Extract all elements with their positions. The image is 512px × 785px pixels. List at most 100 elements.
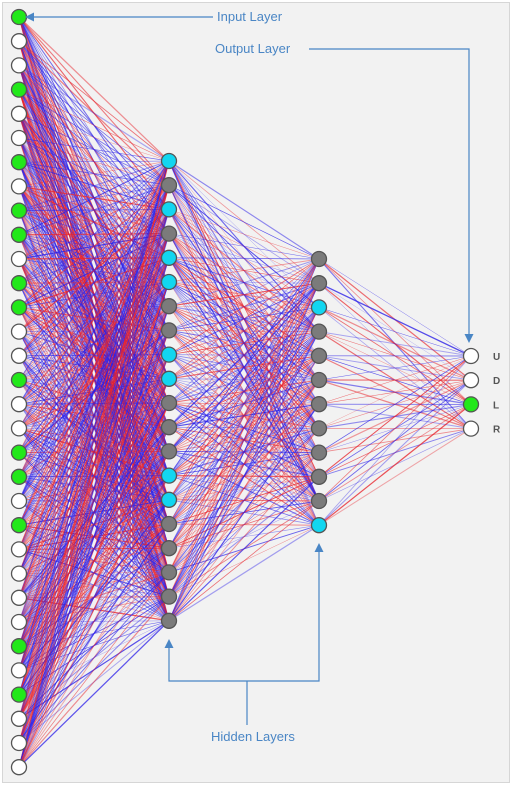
edge-hidden-2-6-to-0 (318, 355, 472, 405)
hidden-1-node-8 (160, 346, 178, 363)
edge-input-30-to-15 (18, 523, 170, 744)
edge-input-17-to-1 (18, 184, 170, 429)
edge-input-31-to-8 (18, 354, 170, 768)
edge-hidden-2-11-to-1 (318, 379, 472, 526)
input-node-8 (10, 202, 28, 219)
edge-hidden-2-10-to-0 (318, 355, 472, 502)
hidden-1-node-2 (160, 201, 178, 218)
edge-input-6-to-1 (18, 161, 170, 186)
edge-input-31-to-1 (18, 185, 170, 768)
edge-hidden-1-19-to-8 (168, 452, 320, 622)
edge-input-31-to-7 (18, 330, 170, 768)
edge-input-31-to-6 (18, 306, 170, 768)
output-label-l: L (493, 400, 499, 411)
input-node-7 (10, 178, 28, 195)
edge-hidden-2-2-to-0 (318, 307, 472, 357)
edge-hidden-1-7-to-0 (168, 258, 320, 331)
edge-input-3-to-0 (18, 89, 170, 162)
input-node-4 (10, 105, 28, 122)
edge-input-19-to-0 (18, 160, 170, 477)
hidden-1-node-3 (160, 225, 178, 242)
edge-input-31-to-14 (18, 499, 170, 768)
input-node-25 (10, 613, 28, 631)
hidden-2-node-3 (310, 323, 328, 340)
edge-hidden-1-4-to-0 (168, 257, 320, 260)
hidden-1-node-11 (160, 419, 178, 436)
hidden-1-node-0 (160, 152, 178, 170)
edge-hidden-2-1-to-0 (318, 282, 472, 357)
hidden-2-node-6 (310, 396, 328, 413)
edge-input-28-to-0 (18, 160, 170, 695)
edge-hidden-2-0-to-0 (318, 258, 472, 357)
edge-input-31-to-12 (18, 451, 170, 768)
edge-input-24-to-0 (18, 160, 170, 598)
input-node-1 (10, 33, 28, 50)
edge-input-2-to-0 (18, 64, 170, 162)
edge-input-0-to-0 (18, 16, 170, 162)
edge-input-10-to-0 (18, 160, 170, 260)
hidden-2-node-11 (310, 517, 328, 534)
edge-input-27-to-0 (18, 160, 170, 671)
output-layer-annotation: Output Layer (215, 41, 474, 343)
edge-hidden-2-9-to-3 (318, 428, 472, 478)
edge-input-30-to-2 (18, 209, 170, 744)
hidden-layer-2-arrowhead (314, 543, 324, 552)
edge-hidden-2-11-to-0 (318, 355, 472, 526)
input-node-15 (10, 371, 28, 389)
input-layer-arrowhead (25, 12, 34, 22)
edge-hidden-1-18-to-0 (168, 258, 320, 597)
edge-input-31-to-15 (18, 523, 170, 768)
output-layer-arrowhead (464, 334, 474, 343)
edge-input-20-to-0 (18, 160, 170, 502)
input-node-13 (10, 323, 28, 340)
edge-hidden-1-19-to-1 (168, 283, 320, 621)
input-node-3 (10, 81, 28, 98)
edge-input-31-to-5 (18, 281, 170, 768)
hidden-2-node-2 (310, 299, 328, 316)
hidden-1-node-6 (160, 298, 178, 315)
edge-hidden-1-19-to-2 (168, 307, 320, 621)
edge-input-12-to-0 (18, 160, 170, 308)
output-node-2 (462, 396, 480, 413)
edge-hidden-1-17-to-0 (168, 258, 320, 573)
input-node-19 (10, 468, 28, 485)
edge-input-30-to-0 (18, 160, 170, 744)
edge-input-16-to-0 (18, 160, 170, 405)
edge-hidden-1-9-to-0 (168, 258, 320, 380)
hidden-1-node-7 (160, 322, 178, 339)
hidden-2-node-0 (310, 250, 328, 268)
edge-hidden-2-10-to-1 (318, 379, 472, 502)
edge-input-3-to-1 (18, 89, 170, 186)
edge-hidden-1-11-to-0 (168, 258, 320, 428)
edge-hidden-2-11-to-2 (318, 403, 472, 526)
input-node-18 (10, 444, 28, 461)
edge-hidden-1-19-to-6 (168, 403, 320, 622)
edge-hidden-1-12-to-0 (168, 258, 320, 452)
neuron-nodes (10, 8, 480, 776)
output-node-0 (462, 347, 480, 365)
edge-input-8-to-0 (18, 160, 170, 212)
edge-input-21-to-0 (18, 160, 170, 526)
edge-input-28-to-4 (18, 257, 170, 695)
edge-hidden-1-13-to-0 (168, 258, 320, 476)
input-node-22 (10, 541, 28, 558)
input-node-31 (10, 759, 28, 776)
input-node-27 (10, 662, 28, 679)
edge-hidden-1-19-to-3 (168, 331, 320, 622)
edge-hidden-1-19-to-4 (168, 355, 320, 621)
edge-input-31-to-16 (18, 547, 170, 768)
edge-input-21-to-1 (18, 184, 170, 526)
hidden-1-node-14 (160, 491, 178, 508)
edge-hidden-1-3-to-0 (168, 233, 320, 260)
hidden-1-node-12 (160, 443, 178, 460)
edge-hidden-1-0-to-0 (168, 160, 320, 260)
input-node-29 (10, 710, 28, 727)
edge-input-17-to-0 (18, 160, 170, 429)
hidden-1-node-17 (160, 564, 178, 581)
edge-input-30-to-14 (18, 499, 170, 744)
input-node-28 (10, 686, 28, 703)
edge-input-9-to-0 (18, 160, 170, 236)
edge-hidden-1-15-to-0 (168, 258, 320, 525)
